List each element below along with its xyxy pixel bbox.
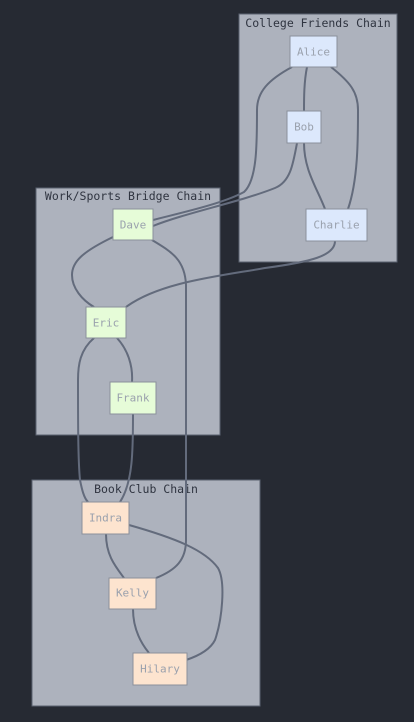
- node-kelly-label: Kelly: [116, 587, 149, 600]
- node-bob-label: Bob: [294, 121, 314, 134]
- cluster-college-friends-label: College Friends Chain: [245, 16, 390, 30]
- node-hilary[interactable]: Hilary: [132, 652, 188, 686]
- node-kelly-box: [108, 577, 157, 610]
- edge-dave-eric: [70, 236, 114, 308]
- node-indra[interactable]: Indra: [81, 501, 130, 535]
- edge-indra-hilary: [128, 524, 224, 661]
- edge-indra-kelly: [105, 533, 125, 579]
- node-eric-label: Eric: [93, 317, 120, 330]
- node-kelly[interactable]: Kelly: [108, 577, 157, 610]
- edge-bob-charlie: [303, 142, 326, 210]
- node-indra-label: Indra: [89, 512, 122, 525]
- node-indra-box: [81, 501, 130, 535]
- cluster-book-club-label: Book Club Chain: [94, 482, 198, 496]
- node-dave[interactable]: Dave: [112, 208, 154, 241]
- edge-kelly-hilary: [132, 608, 150, 654]
- edges: [70, 66, 360, 661]
- node-charlie-box: [305, 208, 368, 242]
- edge-frank-indra: [119, 413, 134, 503]
- edge-eric-frank: [116, 337, 134, 383]
- node-eric[interactable]: Eric: [85, 306, 127, 339]
- node-bob[interactable]: Bob: [286, 110, 322, 144]
- node-frank[interactable]: Frank: [109, 381, 157, 415]
- node-alice-box: [289, 35, 338, 68]
- edge-alice-charlie: [330, 66, 360, 210]
- node-charlie[interactable]: Charlie: [305, 208, 368, 242]
- node-alice[interactable]: Alice: [289, 35, 338, 68]
- node-frank-label: Frank: [116, 392, 149, 405]
- edge-alice-bob: [303, 66, 308, 112]
- cluster-work-sports-label: Work/Sports Bridge Chain: [45, 189, 211, 203]
- node-hilary-box: [132, 652, 188, 686]
- node-dave-label: Dave: [120, 219, 147, 232]
- node-charlie-label: Charlie: [313, 219, 359, 232]
- node-frank-box: [109, 381, 157, 415]
- edge-eric-indra: [76, 337, 95, 503]
- node-eric-box: [85, 306, 127, 339]
- node-hilary-label: Hilary: [140, 663, 180, 676]
- node-bob-box: [286, 110, 322, 144]
- edge-bob-dave: [152, 142, 298, 227]
- edge-dave-kelly: [151, 239, 187, 579]
- edge-charlie-eric: [125, 240, 336, 308]
- edge-alice-dave: [152, 66, 293, 221]
- node-dave-box: [112, 208, 154, 241]
- node-alice-label: Alice: [297, 46, 330, 59]
